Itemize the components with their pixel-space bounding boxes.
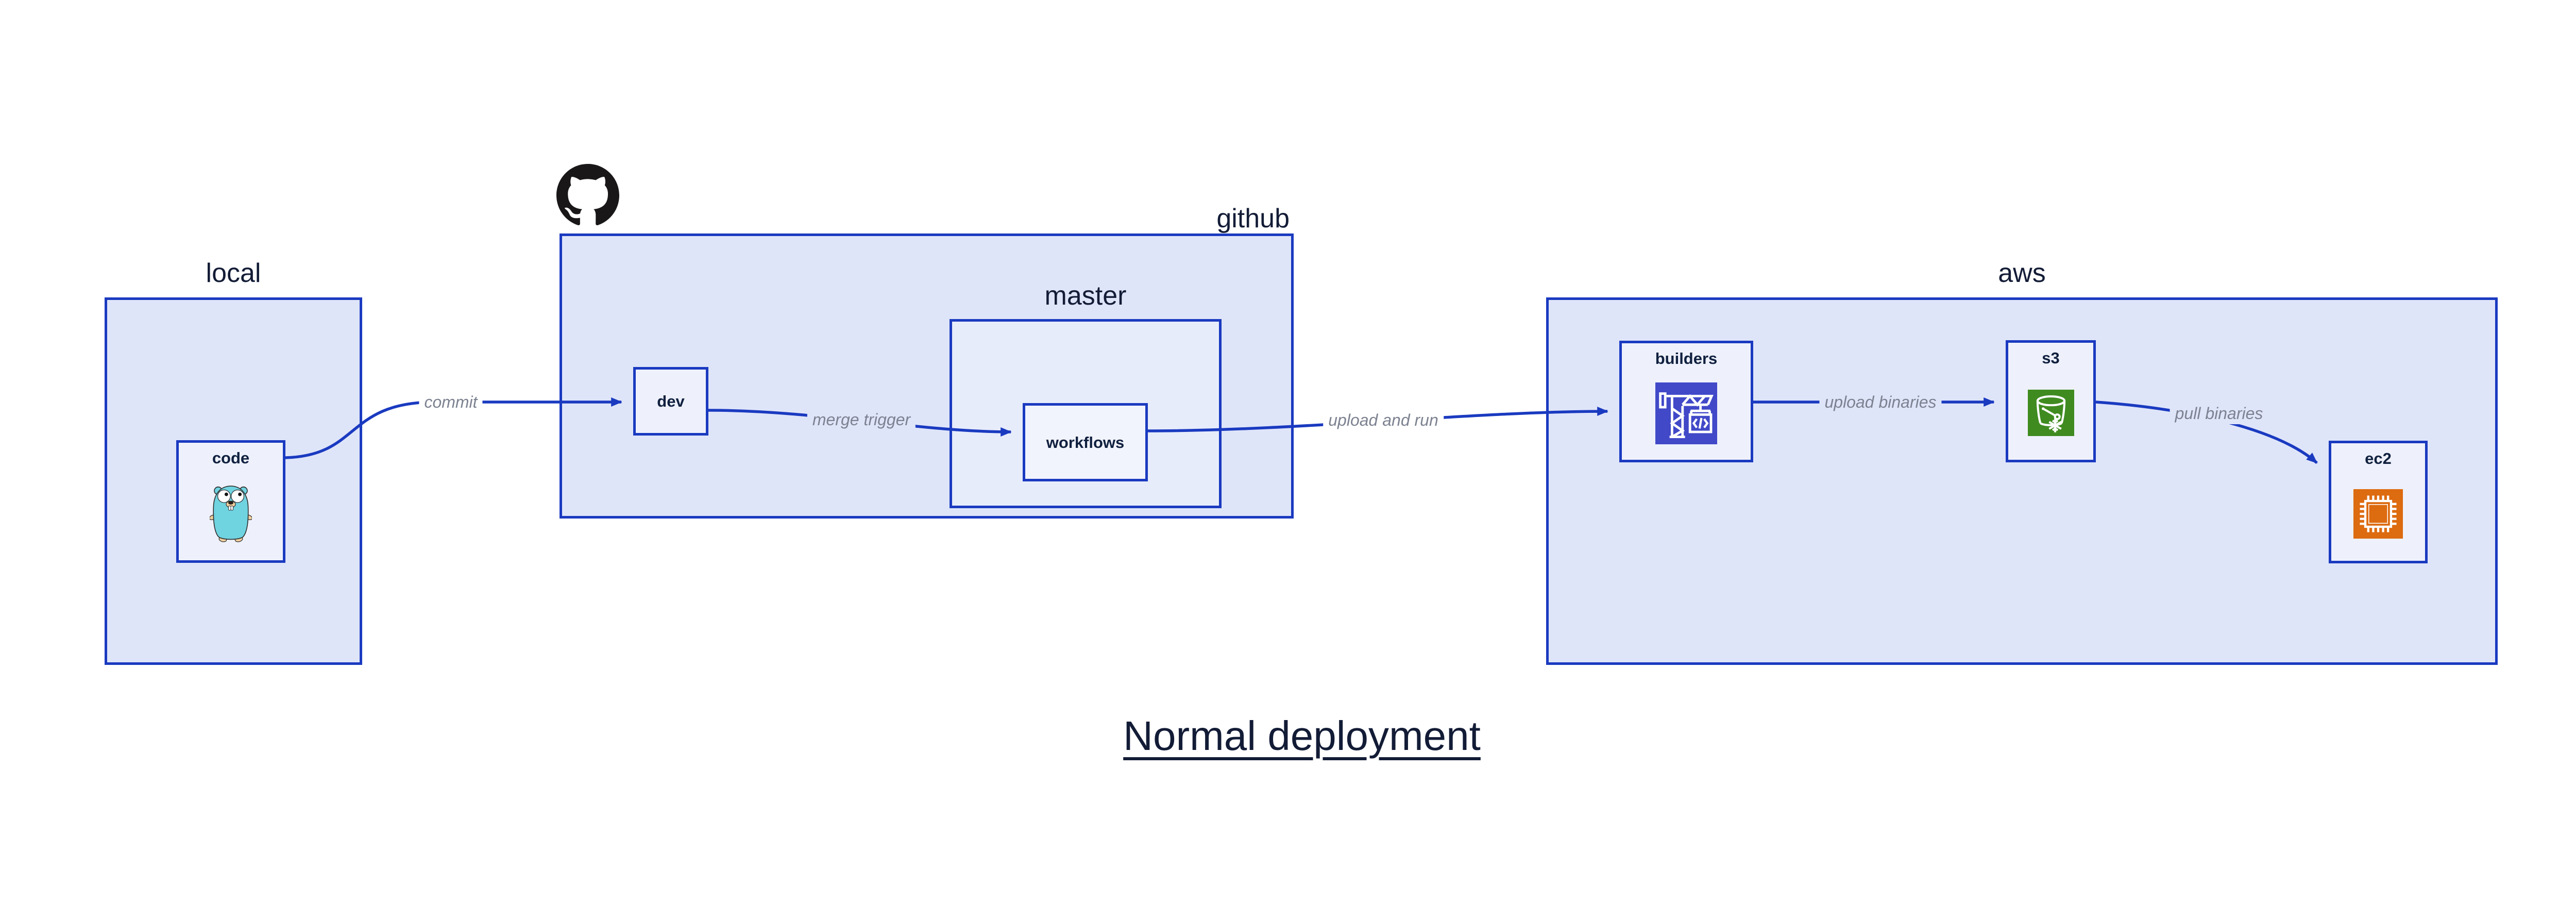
edge-label-upload-binaries: upload binaries (1819, 391, 1942, 413)
node-dev: dev (633, 367, 708, 436)
node-s3-label: s3 (2042, 349, 2060, 367)
diagram-title: Normal deployment (1123, 713, 1481, 759)
edge-label-pull-binaries: pull binaries (2170, 403, 2268, 424)
node-code: code (176, 440, 285, 563)
aws-codebuild-crane-icon (1655, 366, 1717, 460)
local-container-title: local (206, 258, 261, 288)
edge-label-upload-and-run: upload and run (1323, 409, 1444, 431)
aws-container-title: aws (1998, 258, 2046, 288)
master-container-title: master (1044, 281, 1127, 311)
node-workflows: workflows (1023, 403, 1148, 481)
node-s3: s3 (2006, 340, 2096, 462)
edge-label-commit: commit (419, 391, 483, 413)
aws-s3-bucket-snowflake-icon (2027, 366, 2074, 460)
node-workflows-label: workflows (1046, 433, 1125, 452)
node-dev-label: dev (657, 392, 685, 410)
node-builders: builders (1619, 341, 1753, 462)
node-builders-label: builders (1655, 349, 1718, 368)
github-container-title: github (1216, 204, 1290, 233)
go-gopher-icon (210, 466, 252, 560)
aws-ec2-chip-icon (2353, 466, 2403, 561)
octocat-icon (556, 164, 619, 229)
node-ec2-label: ec2 (2365, 449, 2392, 467)
edge-label-merge-trigger: merge trigger (807, 409, 916, 430)
node-code-label: code (212, 449, 250, 467)
edge-commit (285, 397, 622, 459)
node-ec2: ec2 (2329, 441, 2428, 563)
